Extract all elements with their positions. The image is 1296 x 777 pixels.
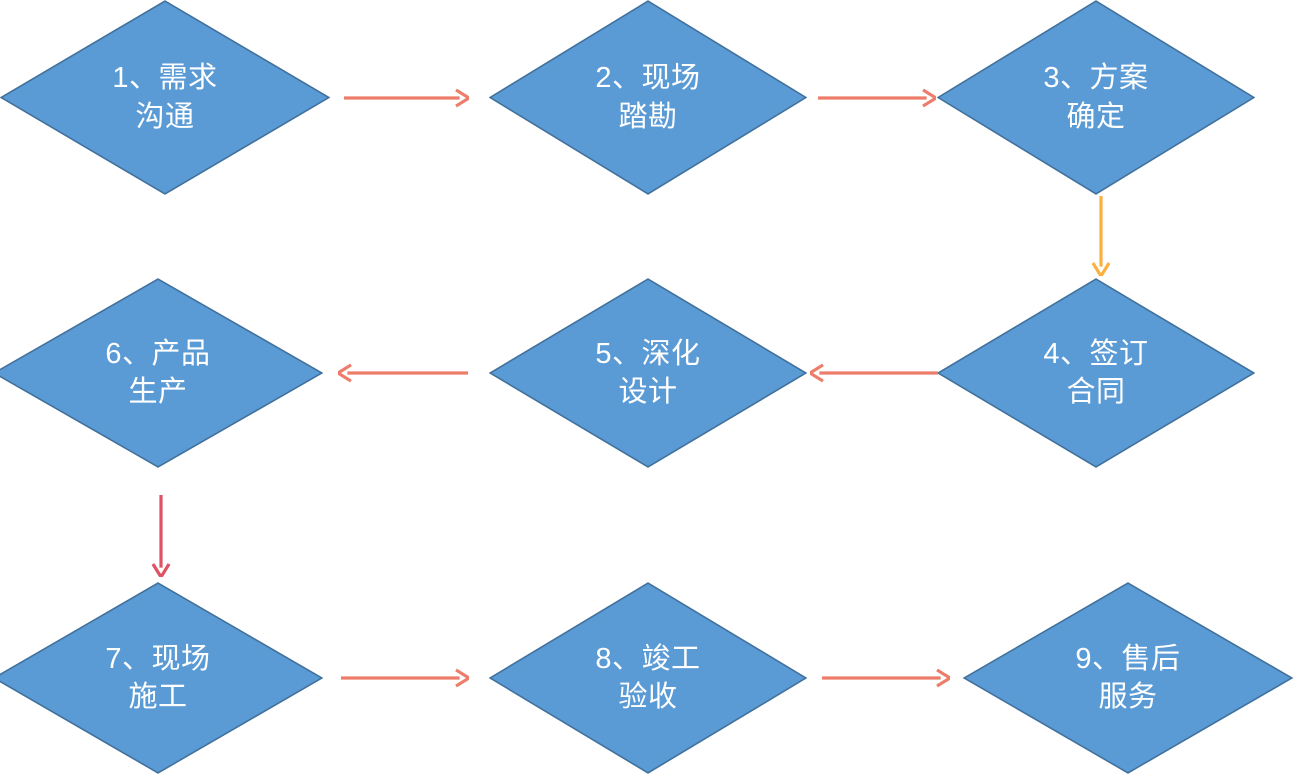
- diamond-shape: [963, 582, 1293, 774]
- diamond-shape: [489, 582, 807, 774]
- flow-arrow-n3-to-n4: [1088, 196, 1114, 276]
- flow-node-n8[interactable]: 8、竣工 验收: [489, 582, 807, 774]
- arrow-icon: [818, 88, 936, 108]
- arrow-icon: [822, 668, 950, 688]
- diamond-shape: [937, 0, 1255, 195]
- arrow-icon: [810, 363, 938, 383]
- flow-node-n1[interactable]: 1、需求 沟通: [0, 0, 330, 195]
- flow-arrow-n1-to-n2: [344, 85, 469, 111]
- flow-arrow-n4-to-n5: [810, 360, 938, 386]
- flow-node-n9[interactable]: 9、售后 服务: [963, 582, 1293, 774]
- flow-node-n3[interactable]: 3、方案 确定: [937, 0, 1255, 195]
- flow-arrow-n6-to-n7: [148, 495, 174, 577]
- arrow-icon: [338, 363, 468, 383]
- flow-node-n2[interactable]: 2、现场 踏勘: [489, 0, 807, 195]
- arrow-icon: [151, 495, 171, 577]
- flow-node-n4[interactable]: 4、签订 合同: [937, 278, 1255, 468]
- arrow-icon: [344, 88, 469, 108]
- arrow-icon: [1091, 196, 1111, 276]
- diamond-shape: [0, 0, 330, 195]
- diamond-shape: [489, 0, 807, 195]
- flow-node-n7[interactable]: 7、现场 施工: [0, 582, 323, 774]
- diamond-shape: [0, 582, 323, 774]
- arrow-icon: [341, 668, 469, 688]
- flow-node-n5[interactable]: 5、深化 设计: [489, 278, 807, 468]
- flow-arrow-n8-to-n9: [822, 665, 950, 691]
- diamond-shape: [489, 278, 807, 468]
- flow-arrow-n5-to-n6: [338, 360, 468, 386]
- diamond-shape: [937, 278, 1255, 468]
- flow-arrow-n7-to-n8: [341, 665, 469, 691]
- flow-node-n6[interactable]: 6、产品 生产: [0, 278, 323, 468]
- diamond-shape: [0, 278, 323, 468]
- flow-arrow-n2-to-n3: [818, 85, 936, 111]
